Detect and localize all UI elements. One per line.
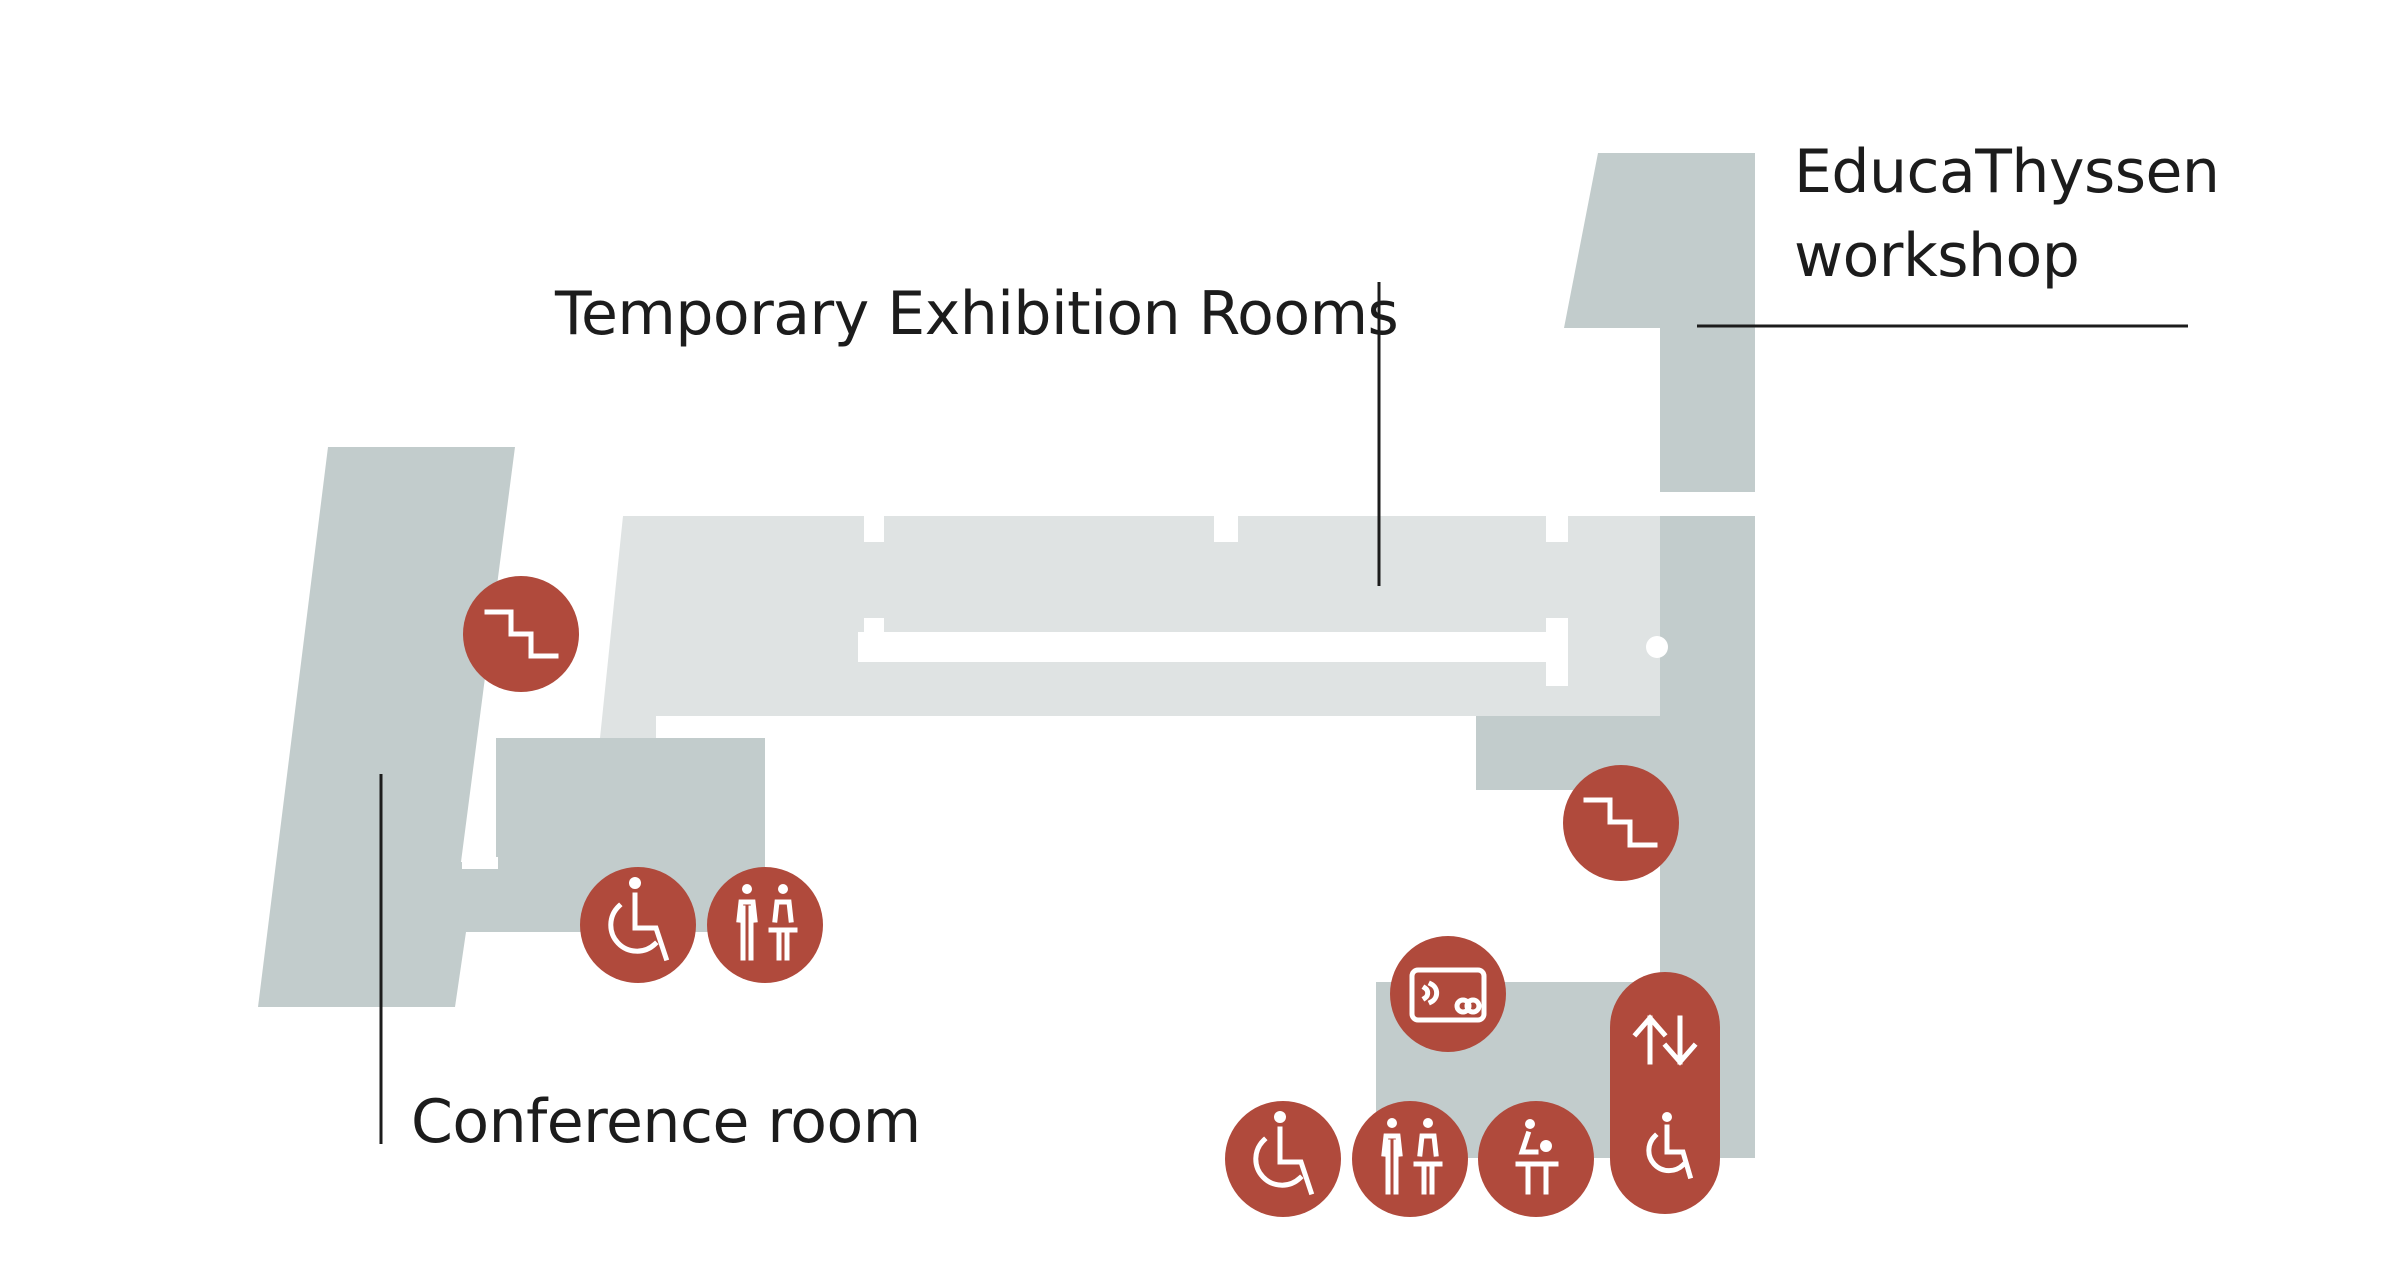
wheelchair-icon [1225, 1101, 1341, 1217]
baby-changing-icon [1478, 1101, 1594, 1217]
stairs-icon [463, 576, 579, 692]
exhibition-partition-end [1546, 618, 1568, 686]
educathyssen-workshop-label: EducaThyssen workshop [1794, 130, 2220, 298]
wheelchair-icon [580, 867, 696, 983]
temporary-exhibition-rooms-label: Temporary Exhibition Rooms [555, 279, 1399, 349]
educathyssen-label-line1: EducaThyssen [1794, 137, 2220, 207]
exhibition-partition-notch [864, 618, 884, 638]
corridor-door [1688, 492, 1726, 516]
card-payment-icon [1390, 936, 1506, 1052]
elevator-icon [1610, 972, 1720, 1214]
exhibition-notch [864, 516, 884, 542]
column-marker [1646, 636, 1668, 658]
toilets-icon [707, 867, 823, 983]
conference-room-area [258, 447, 765, 1007]
conference-room-doorway [462, 857, 498, 869]
toilets-icon [1352, 1101, 1468, 1217]
educathyssen-label-line2: workshop [1794, 221, 2080, 291]
exhibition-notch [1214, 516, 1238, 542]
stairs-icon [1563, 765, 1679, 881]
conference-room-label: Conference room [411, 1087, 921, 1157]
exhibition-partition [858, 632, 1568, 662]
exhibition-notch [1546, 516, 1568, 542]
temporary-exhibition-rooms-area [600, 516, 1660, 738]
educathyssen-workshop-area [1564, 153, 1755, 492]
